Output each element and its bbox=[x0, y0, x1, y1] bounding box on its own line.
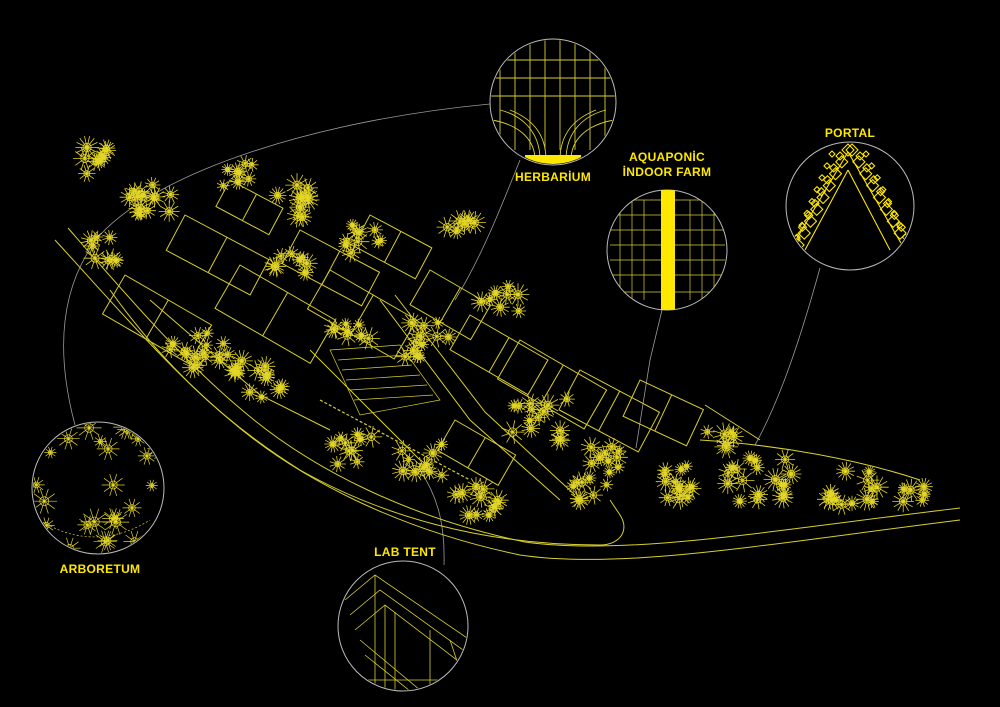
tree-canopy bbox=[73, 136, 933, 525]
callout-arboretum bbox=[31, 421, 165, 555]
label-aquaponic-line1: AQUAPONİC bbox=[628, 150, 706, 164]
callout-lab-tent bbox=[337, 560, 469, 692]
callout-portal bbox=[785, 141, 915, 271]
central-plaza bbox=[319, 344, 471, 481]
label-arboretum: ARBORETUM bbox=[59, 562, 141, 576]
label-herbarium: HERBARİUM bbox=[514, 170, 592, 184]
label-aquaponic-line2: İNDOOR FARM bbox=[622, 165, 712, 179]
label-portal: PORTAL bbox=[824, 126, 876, 140]
callout-herbarium bbox=[489, 38, 617, 166]
label-aquaponic: AQUAPONİC İNDOOR FARM bbox=[612, 150, 722, 180]
callout-aquaponic bbox=[606, 189, 728, 311]
leader-lines bbox=[63, 103, 821, 566]
label-lab-tent: LAB TENT bbox=[374, 545, 436, 559]
buildings bbox=[101, 179, 705, 486]
roads bbox=[54, 227, 961, 560]
